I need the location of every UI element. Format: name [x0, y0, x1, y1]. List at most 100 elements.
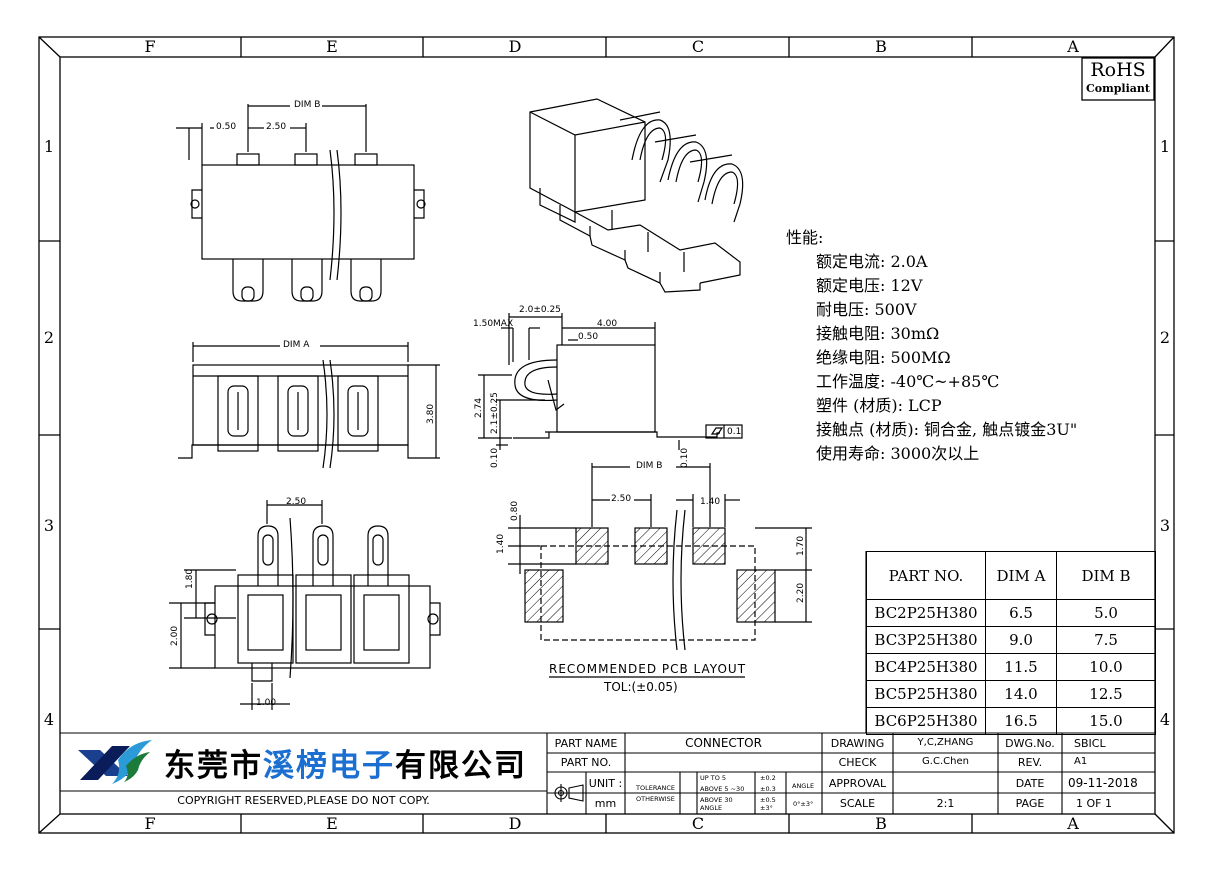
flatness-value: 0.1 — [727, 427, 742, 437]
zone-col-a-bottom: A — [1067, 814, 1079, 833]
company-name: 东莞市溪榜电子有限公司 — [164, 740, 527, 785]
rev-label: REV. — [1017, 756, 1043, 769]
dim-front-380: 3.80 — [426, 403, 436, 424]
zone-row-4-right: 4 — [1159, 710, 1171, 729]
dwg-value: SBICL — [1074, 737, 1106, 750]
table-row: BC5P25H380 14.0 12.5 — [866, 680, 1156, 708]
zone-row-1-right: 1 — [1159, 137, 1171, 156]
part-no-label: PART NO. — [560, 756, 612, 769]
rohs-badge: RoHS Compliant — [1082, 58, 1154, 96]
date-value: 09-11-2018 — [1068, 776, 1138, 790]
dim-bot-100: 1.00 — [256, 698, 277, 708]
part-name-value: CONNECTOR — [685, 736, 762, 750]
zone-col-d-top: D — [508, 37, 522, 56]
zone-col-c-top: C — [691, 37, 705, 56]
dim-pcb-140a: 1.40 — [700, 497, 721, 507]
zone-col-b-top: B — [875, 37, 887, 56]
unit-value: mm — [594, 797, 617, 810]
dim-pcb-dim-b: DIM B — [636, 461, 663, 471]
approval-label: APPROVAL — [828, 777, 887, 790]
spec-item: 使用寿命: 3000次以上 — [816, 444, 980, 463]
zone-col-c-bottom: C — [691, 814, 705, 833]
spec-item: 耐电压: 500V — [816, 300, 917, 319]
zone-col-d-bottom: D — [508, 814, 522, 833]
part-number-table: PART NO. DIM A DIM B BC2P25H380 6.5 5.0 … — [866, 551, 1156, 735]
zone-row-3-left: 3 — [43, 516, 55, 535]
dim-bot-250: 2.50 — [286, 497, 307, 507]
pcb-layout-tolerance: TOL:(±0.05) — [604, 680, 678, 694]
table-header: DIM B — [1056, 551, 1156, 600]
spec-item: 塑件 (材质): LCP — [816, 396, 942, 415]
tolerance-label: TOLERANCE — [636, 784, 676, 792]
rohs-sub: Compliant — [1086, 82, 1150, 95]
rev-value: A1 — [1074, 756, 1088, 767]
table-row: BC3P25H380 9.0 7.5 — [866, 626, 1156, 654]
tol-value: ±0.3 — [760, 785, 776, 793]
zone-col-e-bottom: E — [326, 814, 338, 833]
dim-bot-180: 1.80 — [185, 568, 195, 589]
dim-side-20: 2.0±0.25 — [519, 305, 561, 315]
table-cell: BC6P25H380 — [866, 707, 986, 735]
angle-column: ANGLE — [792, 782, 815, 790]
spec-item: 接触点 (材质): 铜合金, 触点镀金3U" — [816, 420, 1078, 439]
rohs-main: RoHS — [1090, 59, 1146, 81]
dim-top-250: 2.50 — [266, 122, 287, 132]
dim-side-010a: 0.10 — [490, 447, 500, 468]
table-row: BC6P25H380 16.5 15.0 — [866, 707, 1156, 735]
dim-top-dim-b: DIM B — [294, 100, 321, 110]
dim-side-400: 4.00 — [597, 319, 618, 329]
table-cell: 7.5 — [1056, 626, 1156, 654]
spec-item: 额定电压: 12V — [816, 276, 923, 295]
angle-value: 0°±3° — [793, 800, 814, 808]
table-cell: 6.5 — [985, 599, 1057, 627]
table-header: DIM A — [985, 551, 1057, 600]
tol-range: ABOVE 30 — [700, 796, 733, 804]
scale-label: SCALE — [839, 797, 876, 810]
tol-range: UP TO 5 — [700, 774, 727, 782]
zone-col-b-bottom: B — [875, 814, 887, 833]
table-cell: 14.0 — [985, 680, 1057, 708]
copyright-notice: COPYRIGHT RESERVED,PLEASE DO NOT COPY. — [177, 794, 430, 807]
page-label: PAGE — [1015, 797, 1045, 810]
table-cell: 9.0 — [985, 626, 1057, 654]
dwg-label: DWG.No. — [1005, 737, 1055, 750]
tol-range: ABOVE 5 ~30 — [700, 785, 745, 793]
zone-col-e-top: E — [326, 37, 338, 56]
table-cell: 11.5 — [985, 653, 1057, 681]
date-label: DATE — [1015, 777, 1045, 790]
zone-row-2-left: 2 — [43, 328, 55, 347]
table-header: PART NO. — [866, 551, 986, 600]
angle-label: ANGLE — [700, 804, 723, 812]
dim-side-150: 1.50MAX — [473, 319, 514, 329]
dim-side-010b: 0.10 — [680, 447, 690, 468]
zone-row-2-right: 2 — [1159, 328, 1171, 347]
dim-pcb-220: 2.20 — [796, 582, 806, 603]
table-cell: BC2P25H380 — [866, 599, 986, 627]
zone-col-f-top: F — [144, 37, 156, 56]
dim-bot-200: 2.00 — [170, 625, 180, 646]
zone-row-1-left: 1 — [43, 137, 55, 156]
company-name-part1: 东莞市 — [164, 748, 263, 784]
pcb-layout-title: RECOMMENDED PCB LAYOUT — [549, 662, 747, 676]
drawing-value: Y,C,ZHANG — [917, 737, 974, 748]
spec-item: 接触电阻: 30mΩ — [816, 324, 940, 343]
company-name-part2: 溪榜电子 — [263, 748, 395, 784]
tol-value: ±0.5 — [760, 796, 776, 804]
drawing-label: DRAWING — [830, 737, 885, 750]
check-value: G.C.Chen — [922, 756, 969, 767]
check-label: CHECK — [838, 756, 877, 769]
zone-row-4-left: 4 — [43, 710, 55, 729]
spec-item: 绝缘电阻: 500MΩ — [816, 348, 951, 367]
spec-item: 额定电流: 2.0A — [816, 252, 928, 271]
company-name-part3: 有限公司 — [395, 748, 527, 784]
table-cell: BC4P25H380 — [866, 653, 986, 681]
dim-top-050: 0.50 — [216, 122, 237, 132]
table-cell: BC3P25H380 — [866, 626, 986, 654]
spec-heading: 性能: — [786, 228, 824, 247]
zone-col-a-top: A — [1067, 37, 1079, 56]
dim-pcb-140b: 1.40 — [496, 533, 506, 554]
dim-side-21: 2.1±0.25 — [490, 392, 500, 434]
company-logo — [78, 740, 152, 784]
zone-col-f-bottom: F — [144, 814, 156, 833]
scale-value: 2:1 — [936, 797, 955, 810]
